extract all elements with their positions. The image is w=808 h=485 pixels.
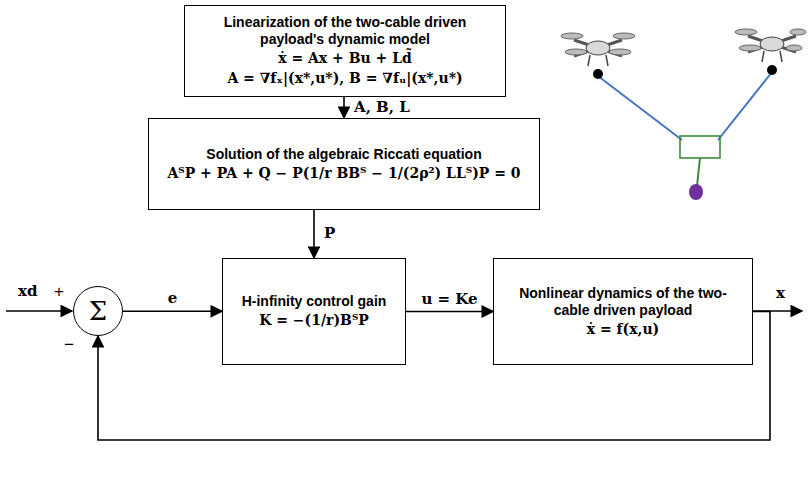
cable bbox=[598, 76, 682, 140]
drone-payload-illustration bbox=[561, 29, 806, 200]
sign: − bbox=[62, 336, 76, 354]
equation: ẋ = f(x,u) bbox=[587, 319, 660, 339]
edge-label: P bbox=[322, 224, 337, 242]
signal-arrow bbox=[123, 310, 222, 312]
summing-junction: Σ bbox=[73, 286, 123, 336]
drone bbox=[561, 33, 635, 79]
signal-name: xd bbox=[16, 282, 39, 300]
drone bbox=[735, 29, 806, 75]
box-title: Linearization of the two-cable driven pa… bbox=[193, 14, 497, 48]
input-arrow bbox=[6, 310, 72, 312]
process-box: H-infinity control gainK = −(1/r)BᵀP bbox=[222, 258, 406, 365]
sign: + bbox=[52, 283, 66, 301]
signal-arrow bbox=[406, 311, 493, 313]
payload-box bbox=[680, 136, 720, 158]
box-title: H-infinity control gain bbox=[242, 293, 387, 310]
process-box: Linearization of the two-cable driven pa… bbox=[184, 5, 506, 97]
process-box: Nonlinear dynamics of the two-cable driv… bbox=[493, 258, 753, 365]
signal-arrow bbox=[343, 97, 345, 118]
box-title: Nonlinear dynamics of the two-cable driv… bbox=[502, 285, 744, 319]
cable bbox=[718, 72, 772, 140]
edge-label: A, B, L bbox=[352, 98, 412, 116]
process-box: Solution of the algebraic Riccati equati… bbox=[148, 118, 540, 210]
equation: A = ∇fₓ|(x*,u*), B = ∇fᵤ|(x*,u*) bbox=[227, 68, 462, 88]
edge-label: e bbox=[166, 289, 180, 307]
pendulum-rod bbox=[697, 158, 700, 186]
box-title: Solution of the algebraic Riccati equati… bbox=[206, 146, 481, 163]
equation: ẋ = Ax + Bu + Ld̃ bbox=[278, 48, 412, 68]
equation: AᵀP + PA + Q − P(1/r BBᵀ − 1/(2ρ²) LLᵀ)P… bbox=[167, 163, 520, 183]
signal-name: x bbox=[774, 284, 787, 302]
pendulum-mass bbox=[689, 184, 703, 200]
signal-arrow bbox=[313, 210, 315, 258]
equation: K = −(1/r)BᵀP bbox=[259, 310, 369, 330]
sum-symbol: Σ bbox=[89, 297, 107, 325]
edge-label: u = Ke bbox=[419, 290, 479, 308]
